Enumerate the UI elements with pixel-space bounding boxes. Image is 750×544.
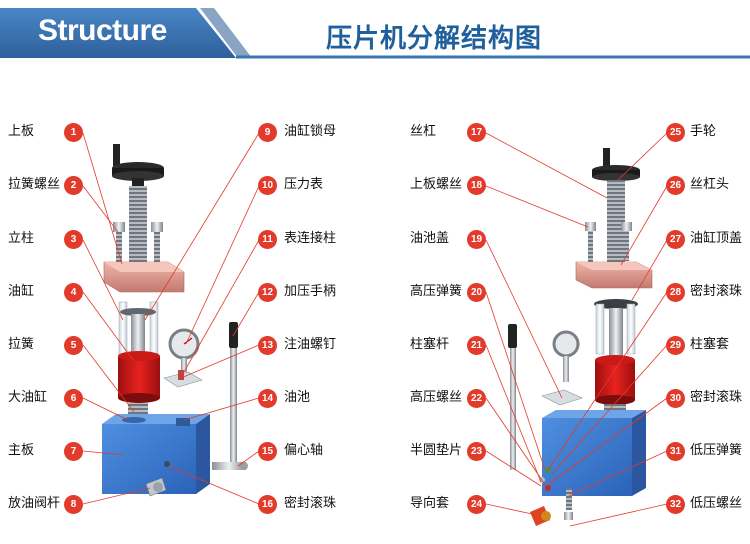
- guide-sleeve: [530, 506, 550, 526]
- callout-label-13: 注油螺钉: [284, 337, 337, 352]
- callout-badge-18: 18: [467, 176, 486, 195]
- callout-label-22: 高压螺丝: [410, 390, 463, 405]
- leader-lines: [82, 132, 668, 527]
- callout-badge-30: 30: [666, 389, 685, 408]
- banner-shape: [0, 8, 236, 58]
- callout-label-15: 偏心轴: [284, 443, 324, 458]
- header-banner: [0, 8, 750, 59]
- callout-badge-27: 27: [666, 230, 685, 249]
- oil-cylinder-2: [595, 360, 635, 400]
- callout-label-19: 油池盖: [410, 231, 450, 246]
- callout-label-32: 低压螺丝: [690, 496, 743, 511]
- callout-label-29: 柱塞套: [690, 337, 730, 352]
- callout-badge-25: 25: [666, 123, 685, 142]
- callout-label-10: 压力表: [284, 177, 324, 192]
- callout-label-12: 加压手柄: [284, 284, 337, 299]
- main-block: [102, 424, 196, 494]
- callout-label-17: 丝杠: [410, 124, 437, 139]
- callout-badge-2: 2: [64, 176, 83, 195]
- main-block-side: [196, 414, 210, 494]
- callout-badge-22: 22: [467, 389, 486, 408]
- oil-cylinder: [118, 356, 160, 398]
- bolt-right: [151, 222, 163, 232]
- callout-badge-26: 26: [666, 176, 685, 195]
- callout-badge-16: 16: [258, 495, 277, 514]
- callout-label-23: 半圆垫片: [410, 443, 463, 458]
- callout-badge-8: 8: [64, 495, 83, 514]
- callout-label-31: 低压弹簧: [690, 443, 743, 458]
- lead-screw-2: [607, 180, 625, 268]
- callout-label-30: 密封滚珠: [690, 390, 743, 405]
- callout-badge-20: 20: [467, 283, 486, 302]
- callout-badge-24: 24: [467, 495, 486, 514]
- callout-label-18: 上板螺丝: [410, 177, 463, 192]
- right-machine: [508, 148, 653, 526]
- callout-badge-28: 28: [666, 283, 685, 302]
- callout-label-27: 油缸顶盖: [690, 231, 743, 246]
- callout-label-28: 密封滚珠: [690, 284, 743, 299]
- banner-text: Structure: [38, 14, 167, 47]
- callout-badge-5: 5: [64, 336, 83, 355]
- callout-badge-31: 31: [666, 442, 685, 461]
- callout-label-4: 油缸: [8, 284, 35, 299]
- callout-label-9: 油缸锁母: [284, 124, 337, 139]
- callout-badge-14: 14: [258, 389, 277, 408]
- handle-grip: [113, 144, 120, 166]
- callout-label-8: 放油阀杆: [8, 496, 61, 511]
- page-title: 压片机分解结构图: [326, 24, 543, 54]
- callout-badge-21: 21: [467, 336, 486, 355]
- callout-badge-19: 19: [467, 230, 486, 249]
- banner-stripe: [200, 8, 252, 58]
- callout-label-24: 导向套: [410, 496, 450, 511]
- lead-screw: [129, 186, 147, 272]
- callout-badge-13: 13: [258, 336, 277, 355]
- callout-badge-4: 4: [64, 283, 83, 302]
- callout-label-5: 拉簧: [8, 337, 35, 352]
- callout-badge-10: 10: [258, 176, 277, 195]
- callout-label-11: 表连接柱: [284, 231, 337, 246]
- callout-badge-17: 17: [467, 123, 486, 142]
- callout-badge-23: 23: [467, 442, 486, 461]
- main-block-2: [542, 418, 632, 496]
- callout-label-25: 手轮: [690, 124, 717, 139]
- callout-badge-9: 9: [258, 123, 277, 142]
- callout-badge-6: 6: [64, 389, 83, 408]
- callout-badge-7: 7: [64, 442, 83, 461]
- callout-label-21: 柱塞杆: [410, 337, 450, 352]
- callout-label-7: 主板: [8, 443, 35, 458]
- callout-badge-1: 1: [64, 123, 83, 142]
- callout-label-2: 拉簧螺丝: [8, 177, 61, 192]
- callout-label-14: 油池: [284, 390, 311, 405]
- callout-badge-32: 32: [666, 495, 685, 514]
- callout-badge-15: 15: [258, 442, 277, 461]
- callout-label-20: 高压弹簧: [410, 284, 463, 299]
- callout-label-6: 大油缸: [8, 390, 48, 405]
- callout-label-26: 丝杠头: [690, 177, 730, 192]
- callout-badge-29: 29: [666, 336, 685, 355]
- callout-badge-12: 12: [258, 283, 277, 302]
- callout-label-3: 立柱: [8, 231, 35, 246]
- callout-badge-11: 11: [258, 230, 277, 249]
- left-machine: [102, 144, 248, 497]
- bolt-left: [113, 222, 125, 232]
- callout-badge-3: 3: [64, 230, 83, 249]
- callout-label-1: 上板: [8, 124, 35, 139]
- callout-label-16: 密封滚珠: [284, 496, 337, 511]
